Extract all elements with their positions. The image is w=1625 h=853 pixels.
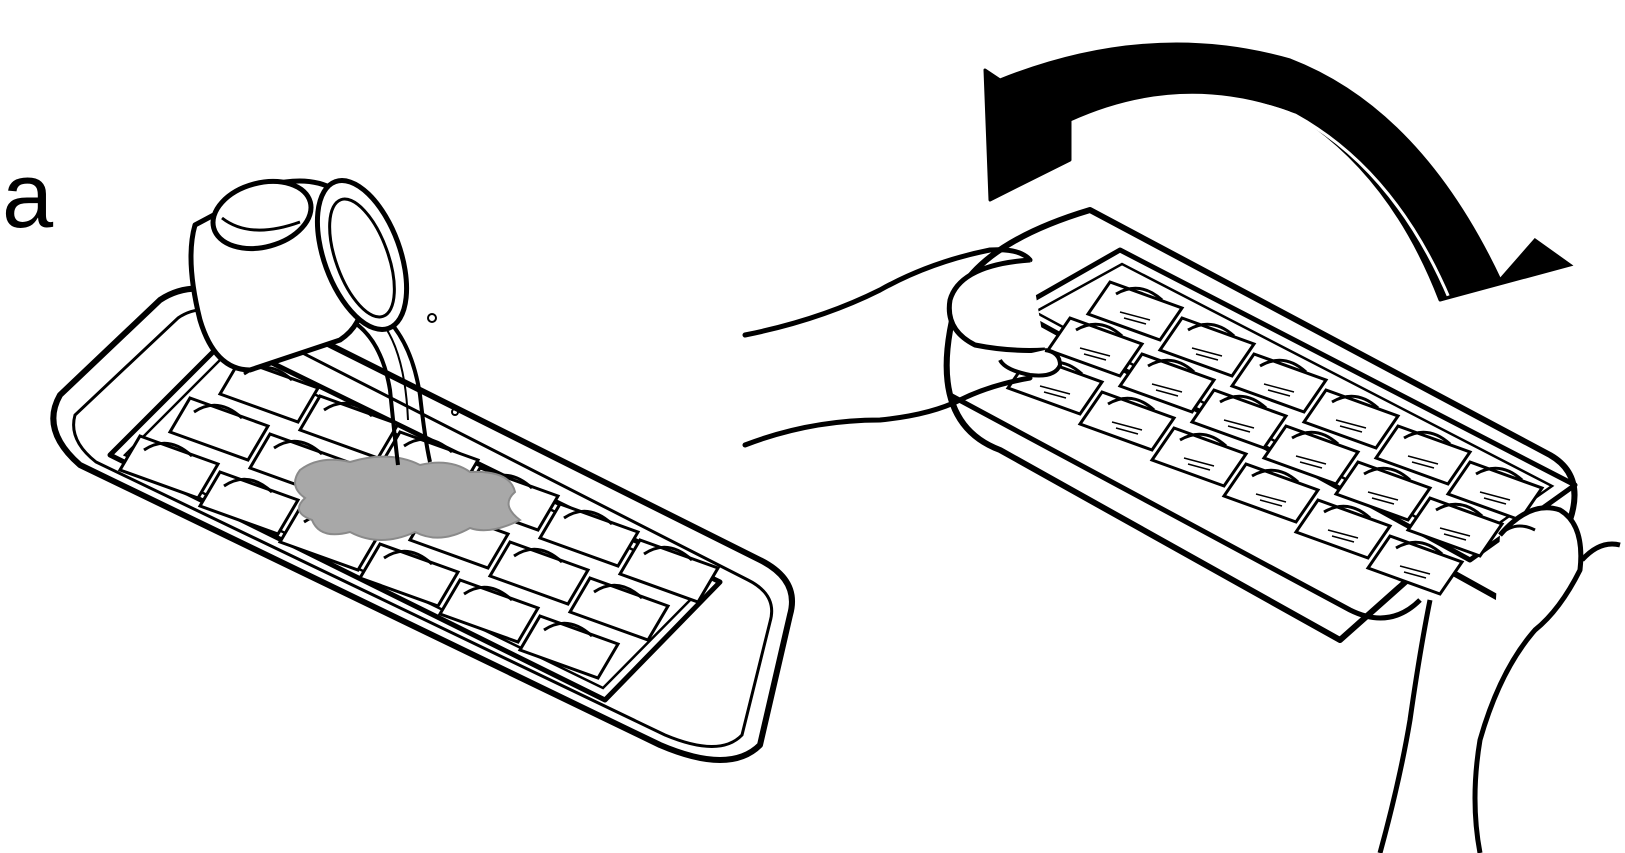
water-jug-icon — [191, 169, 424, 370]
